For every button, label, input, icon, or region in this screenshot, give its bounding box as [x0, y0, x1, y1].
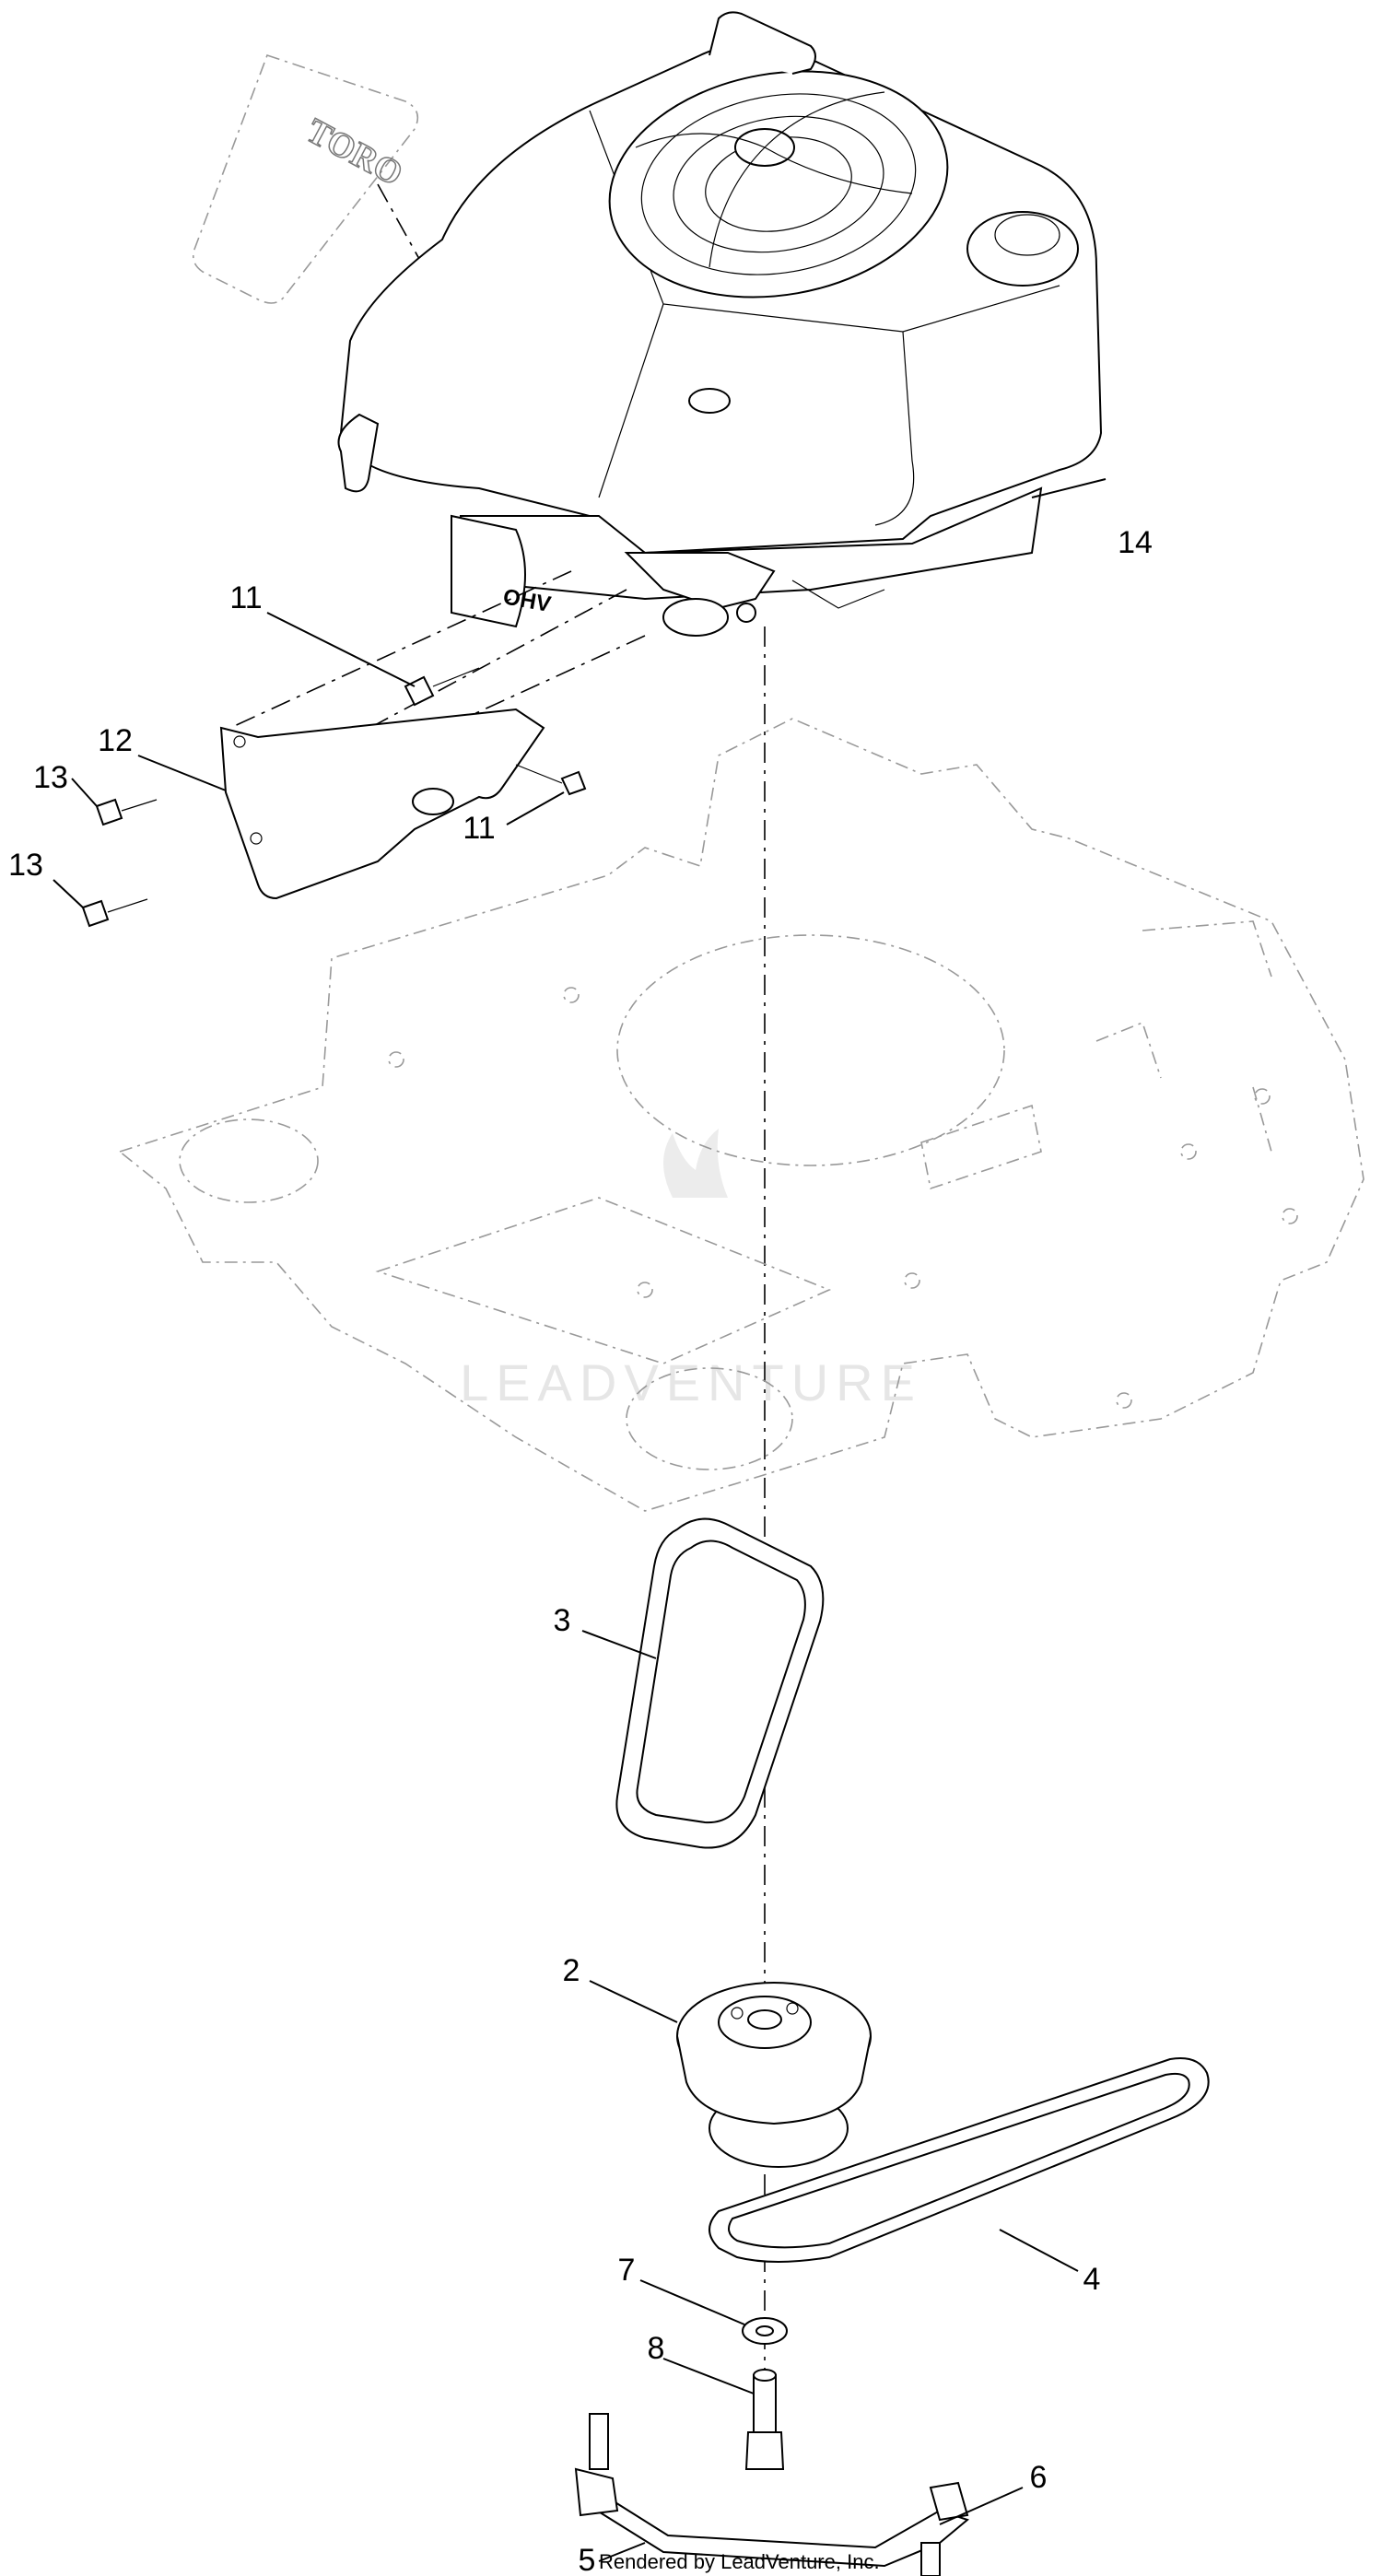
callout-11-lower: 11: [463, 811, 495, 846]
callout-13-lower: 13: [8, 848, 43, 883]
callout-13-upper: 13: [33, 760, 68, 795]
bolt-8: [744, 2369, 785, 2470]
callout-6: 6: [1030, 2460, 1048, 2495]
callout-12: 12: [98, 723, 133, 758]
callout-5: 5: [579, 2543, 596, 2576]
mower-deck-ghost: [118, 718, 1364, 1512]
callout-8: 8: [648, 2331, 665, 2366]
callout-4: 4: [1083, 2262, 1101, 2297]
callout-11-upper: 11: [229, 580, 262, 615]
bolt-13-lower: [81, 898, 148, 928]
idler-bracket-5: [574, 2413, 970, 2576]
callout-3: 3: [554, 1603, 571, 1638]
watermark-text: LEADVENTURE: [460, 1353, 922, 1411]
bolt-11-upper: [404, 667, 480, 707]
bolt-11-lower: [515, 764, 587, 796]
callout-14: 14: [1118, 525, 1153, 560]
belt-3: [615, 1517, 825, 1849]
watermark: LEADVENTURE: [460, 1129, 922, 1411]
callout-7: 7: [618, 2253, 636, 2288]
engine: OHV: [337, 11, 1103, 637]
washer-7: [742, 2317, 788, 2345]
mounting-bracket: [219, 708, 545, 900]
decal-text: TORO: [300, 111, 409, 193]
bolt-13-upper: [95, 798, 158, 826]
callout-2: 2: [563, 1953, 580, 1988]
callout-labels: 14 11 12 13 11 13 3 2 4 7 8 6 5: [8, 525, 1153, 2576]
footer-credit: Rendered by LeadVenture, Inc.: [599, 2550, 880, 2573]
leader-lines: [53, 478, 1107, 2562]
belt-4: [709, 2057, 1210, 2263]
pulley-2: [676, 1982, 872, 2168]
